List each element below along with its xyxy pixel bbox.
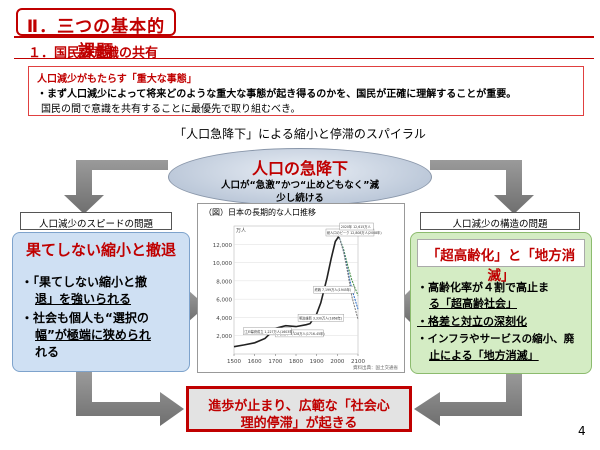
social-stagnation-box: 進歩が止まり、広範な「社会心 理的停滞」が起きる [186,386,412,432]
x-tick-label: 2100 [351,359,365,365]
arrow-top-left [64,160,168,214]
annotation-label: 終戦 7,199万人(1945年) [315,287,352,292]
right-box-title: 「超高齢化」と「地方消滅」 [426,248,576,284]
population-plunge-oval: 人口の急降下 人口が“急激”かつ“止めどもなく”減 少し続ける [168,148,432,206]
series-line-2 [338,237,359,310]
right-box-item: ・高齢化率が４割で高止ま [417,281,549,294]
structure-problem-tag: 人口減少の構造の問題 [420,212,580,230]
oval-subtitle-1: 人口が“急激”かつ“止めどもなく”減 [221,180,379,191]
arrow-bottom-right [414,372,522,426]
y-tick-label: 8,000 [216,279,232,285]
arrow-top-right [430,160,534,214]
annotation-label: 2020年 12,615万人 [341,224,372,229]
section-title: Ⅱ．三つの基本的課題 [26,17,166,62]
spiral-title: 「人口急降下」による縮小と停滞のスパイラル [174,127,426,141]
annotation-label: 総人口のピーク 12,808万人(2008年) [327,230,382,235]
annotation-box [243,327,292,335]
population-chart-svg: 12,000 10,000 8,000 6,000 4,000 2,000 万人 1500 16… [213,222,398,371]
series-line-0 [233,236,340,348]
right-box-item: 止による「地方消滅」 [429,349,539,362]
x-tick-label: 2000 [330,359,344,365]
left-box-title: 果てしない縮小と撤退 [25,241,176,259]
y-tick-label: 2,000 [216,334,232,340]
x-tick-label: 1500 [227,359,241,365]
right-box-item: ・格差と対立の深刻化 [417,315,527,328]
page-number: 4 [578,424,586,438]
series-line-3 [338,237,359,320]
y-tick-label: 6,000 [216,298,232,304]
header-rule [14,36,594,38]
left-box-item: ・社会も個人も“選択の [21,311,149,325]
y-axis-unit: 万人 [236,228,246,234]
oval-title: 人口の急降下 [251,159,348,178]
x-tick-label: 1900 [310,359,324,365]
intro-box: 人口減少がもたらす「重大な事態」 ・まず人口減少によって将来どのような重大な事態… [28,66,584,116]
subsection-rule [14,58,594,59]
left-box-item: 幅”が極端に狭められ [35,328,151,342]
chart-source: 資料出典：国土交通省 [353,364,398,371]
annotation-box [297,314,344,322]
left-box-item: 退」を強いられる [35,292,132,306]
speed-problem-tag: 人口減少のスピードの問題 [20,212,172,230]
right-box-item: ・インフラやサービスの縮小、廃 [417,333,575,345]
aging-depopulation-box: 「超高齢化」と「地方消滅」 ・高齢化率が４割で高止ま る「超高齢社会」 ・格差と… [410,232,592,374]
bottom-box-line-1: 進歩が止まり、広範な「社会心 [208,399,390,414]
intro-line-2: 国民の間で意識を共有することに最優先で取り組むべき。 [41,104,301,115]
oval-subtitle-2: 少し続ける [276,193,324,204]
subsection-title: １．国民の意識の共有 [28,46,159,61]
arrow-bottom-left [76,372,184,426]
left-box-item: れる [35,345,60,359]
annotation-box [313,285,355,294]
y-tick-label: 4,000 [216,316,232,322]
y-tick-label: 12,000 [213,243,233,249]
annotation-label: 享保改革 3,128万人(1716-45年) [276,331,324,336]
annotation-label: 江戸幕府成立 1,227万人(1603年) [244,329,293,334]
right-box-title-frame: 「超高齢化」と「地方消滅」 [417,239,585,284]
x-tick-label: 1800 [289,359,303,365]
chart-title: （図）日本の長期的な人口推移 [204,208,316,217]
section-title-box: Ⅱ．三つの基本的課題 [16,8,176,62]
x-tick-label: 1600 [248,359,262,365]
annotation-box [339,222,374,231]
left-box-item: ・「果てしない縮小と撤 [21,275,148,289]
y-tick-label: 10,000 [213,261,233,267]
bottom-box-line-2: 理的停滞」が起きる [240,416,358,431]
annotation-label: 明治維新 3,330万人(1868年) [299,315,342,320]
population-chart: 12,000 10,000 8,000 6,000 4,000 2,000 万人 1500 16… [197,203,405,373]
intro-heading: 人口減少がもたらす「重大な事態」 [37,74,197,85]
x-tick-label: 1700 [268,359,282,365]
right-box-item: る「超高齢社会」 [429,297,517,310]
shrink-retreat-box: 果てしない縮小と撤退 ・「果てしない縮小と撤 退」を強いられる ・社会も個人も“… [12,232,190,372]
intro-line-1: ・まず人口減少によって将来どのような重大な事態が起き得るのかを、国民が正確に理解… [37,89,517,100]
